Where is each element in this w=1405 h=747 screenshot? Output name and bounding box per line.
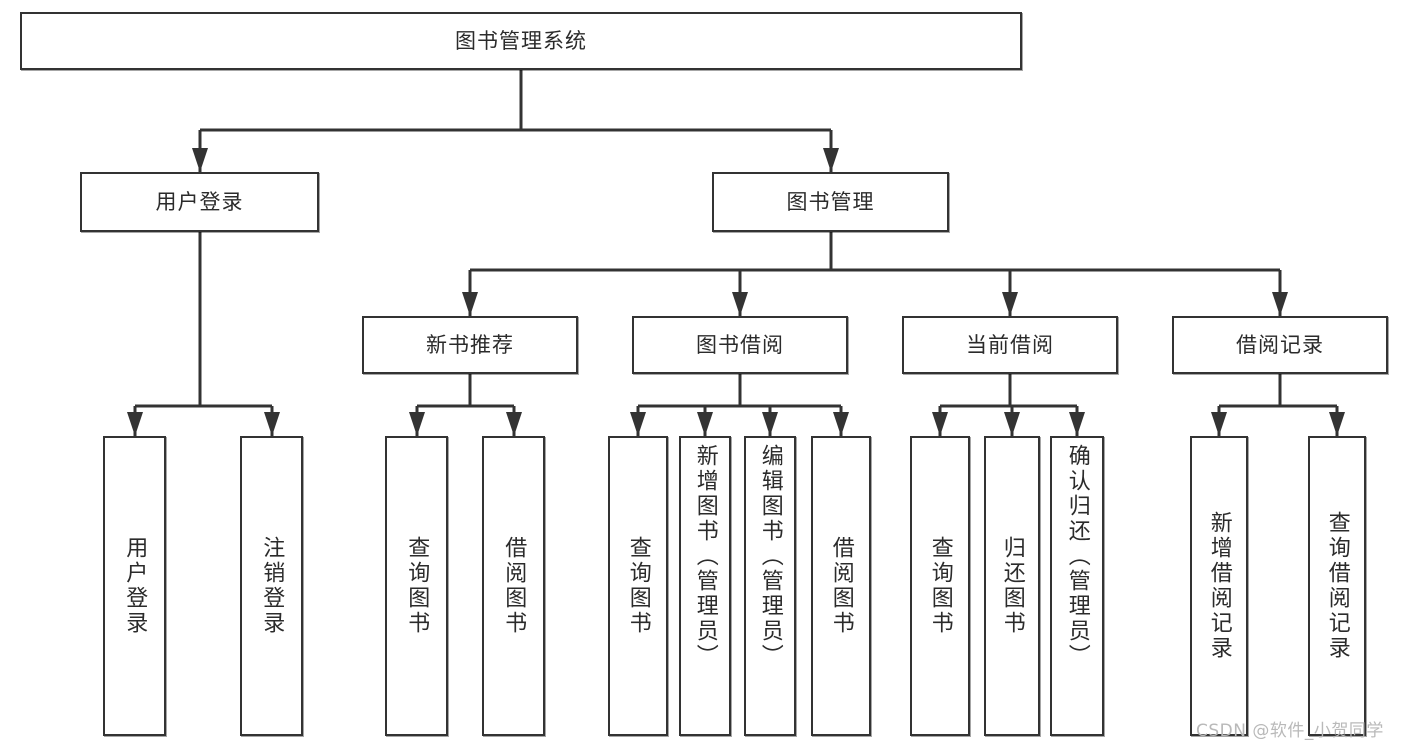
- node-label: 当前借阅: [966, 332, 1054, 357]
- node-leaf-bb-edit[interactable]: 编辑图书（管理员）: [744, 436, 796, 736]
- node-label: 图书借阅: [696, 332, 784, 357]
- node-leaf-bb-query[interactable]: 查询图书: [608, 436, 668, 736]
- node-leaf-cb-query[interactable]: 查询图书: [910, 436, 970, 736]
- node-new-book-rec[interactable]: 新书推荐: [362, 316, 578, 374]
- node-book-borrow[interactable]: 图书借阅: [632, 316, 848, 374]
- node-label: 查询图书: [927, 536, 953, 636]
- node-current-borrow[interactable]: 当前借阅: [902, 316, 1118, 374]
- watermark: CSDN @软件_小贺同学: [1196, 721, 1384, 741]
- node-label: 编辑图书（管理员）: [757, 444, 783, 669]
- node-label: 归还图书: [999, 536, 1025, 636]
- node-leaf-nb-borrow[interactable]: 借阅图书: [482, 436, 545, 736]
- node-leaf-logout[interactable]: 注销登录: [240, 436, 303, 736]
- node-label: 借阅图书: [501, 536, 527, 636]
- node-borrow-record[interactable]: 借阅记录: [1172, 316, 1388, 374]
- node-label: 确认归还（管理员）: [1064, 444, 1090, 669]
- node-leaf-cb-return[interactable]: 归还图书: [984, 436, 1040, 736]
- node-user-login[interactable]: 用户登录: [80, 172, 319, 232]
- node-leaf-user-login[interactable]: 用户登录: [103, 436, 166, 736]
- node-label: 查询借阅记录: [1324, 511, 1350, 661]
- node-leaf-br-add[interactable]: 新增借阅记录: [1190, 436, 1248, 736]
- node-leaf-bb-borrow[interactable]: 借阅图书: [811, 436, 871, 736]
- node-book-manage[interactable]: 图书管理: [712, 172, 949, 232]
- node-label: 查询图书: [404, 536, 430, 636]
- node-label: 用户登录: [155, 189, 244, 214]
- node-label: 图书管理: [786, 189, 875, 214]
- node-leaf-bb-add[interactable]: 新增图书（管理员）: [679, 436, 731, 736]
- node-label: 查询图书: [625, 536, 651, 636]
- node-label: 借阅记录: [1236, 332, 1324, 357]
- node-label: 用户登录: [122, 536, 148, 636]
- node-label: 图书管理系统: [455, 28, 587, 53]
- node-leaf-nb-query[interactable]: 查询图书: [385, 436, 448, 736]
- node-label: 借阅图书: [828, 536, 854, 636]
- node-leaf-cb-confirm[interactable]: 确认归还（管理员）: [1050, 436, 1104, 736]
- node-label: 新增图书（管理员）: [692, 444, 718, 669]
- node-label: 注销登录: [259, 536, 285, 636]
- node-leaf-br-query[interactable]: 查询借阅记录: [1308, 436, 1366, 736]
- node-label: 新增借阅记录: [1206, 511, 1232, 661]
- node-label: 新书推荐: [426, 332, 514, 357]
- node-root[interactable]: 图书管理系统: [20, 12, 1022, 70]
